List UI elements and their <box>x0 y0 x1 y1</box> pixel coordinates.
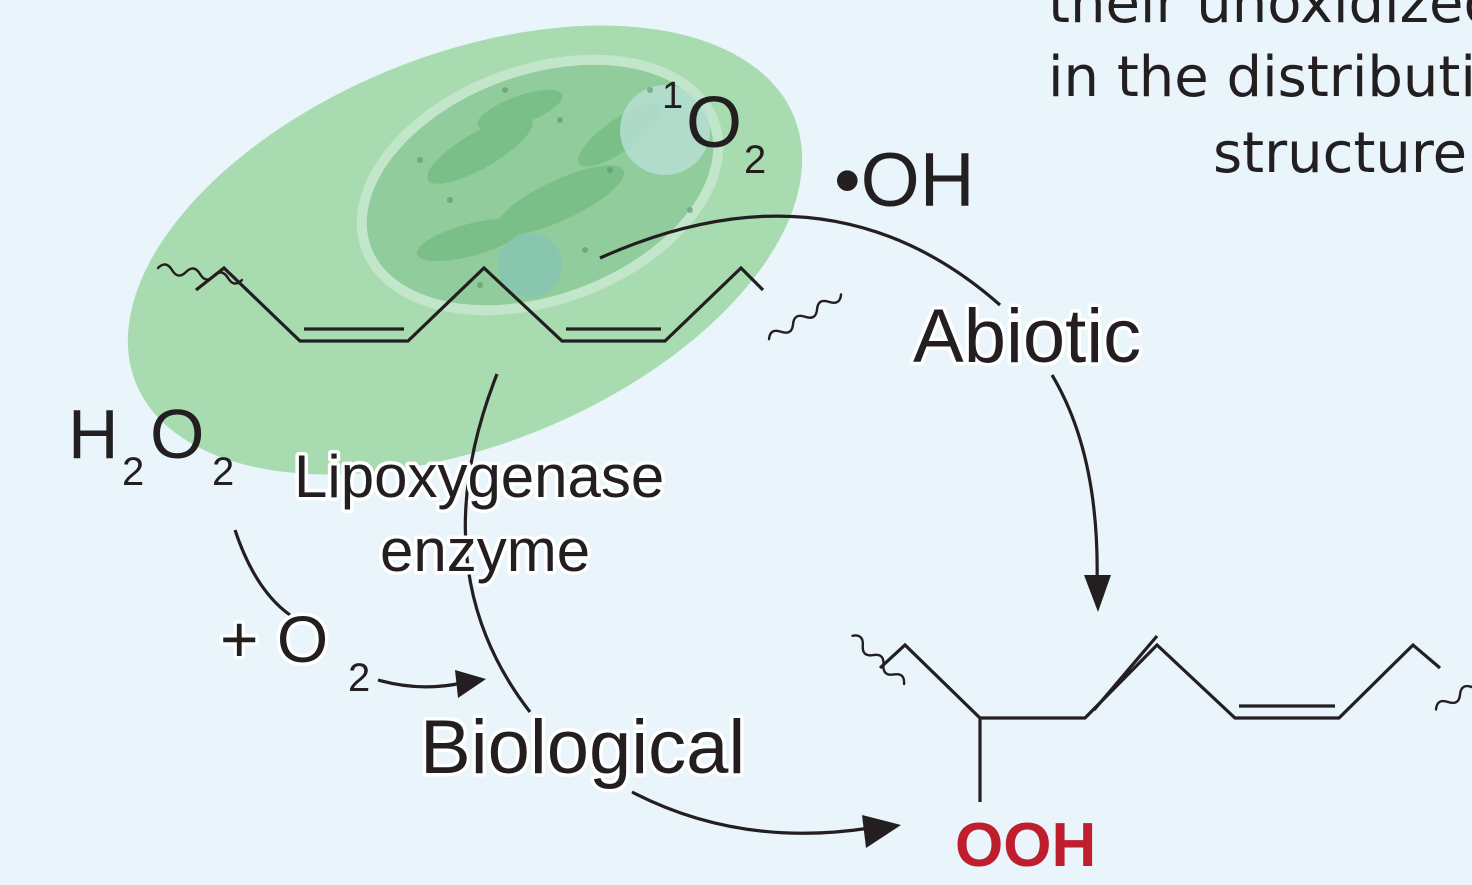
h2o2-subscript-1: 2 <box>122 450 144 494</box>
abiotic-arrow-upper <box>599 214 1002 307</box>
enzyme-arc <box>463 373 532 713</box>
caption-line-1: their unoxidized <box>1048 0 1472 36</box>
thylakoid-stacks <box>416 89 662 262</box>
biological-label: Biological <box>420 705 745 790</box>
singlet-oxygen-symbol: O <box>686 83 742 163</box>
abiotic-arrowhead <box>1084 575 1111 612</box>
oxygen-arrowhead <box>455 670 486 698</box>
trans-double-bond <box>1092 634 1159 712</box>
h2o2-oxygen: O <box>150 395 204 473</box>
chain-continuation-left-2-icon <box>851 634 906 686</box>
starch-granule <box>620 85 710 175</box>
abiotic-label: Abiotic <box>913 294 1141 379</box>
singlet-oxygen-superscript: 1 <box>662 75 683 117</box>
h2o2-hydrogen: H <box>68 395 119 473</box>
singlet-oxygen-subscript: 2 <box>744 138 766 182</box>
singlet-oxygen-label: 1 O 2 <box>662 75 766 182</box>
abiotic-arrow-lower <box>1050 374 1099 586</box>
chain-continuation-right-2-icon <box>1434 678 1472 711</box>
hydroperoxide-group-label: OOH <box>955 811 1096 880</box>
caption-line-2: in the distributi <box>1048 45 1472 110</box>
caption-line-3: structure <box>1213 121 1467 186</box>
chain-continuation-left-icon <box>156 263 244 285</box>
fatty-acid-molecule <box>156 263 843 343</box>
hydroxyl-radical-label: •OH <box>834 138 975 223</box>
plus-oxygen-label: + O 2 <box>217 599 371 701</box>
stroma-specks <box>417 87 693 288</box>
plastoglobule <box>498 233 562 297</box>
enzyme-label: enzyme <box>380 517 590 584</box>
h2o2-arrow <box>233 529 291 617</box>
plus-oxygen-text: + O <box>220 602 328 676</box>
chain-continuation-right-icon <box>767 293 843 341</box>
biological-arrowhead <box>862 815 901 848</box>
lipid-hydroperoxide-molecule <box>851 634 1472 802</box>
h2o2-subscript-2: 2 <box>212 450 234 494</box>
lipoxygenase-label: Lipoxygenase <box>294 443 664 510</box>
biological-arrow <box>631 790 871 835</box>
hydrogen-peroxide-label: H 2 O 2 <box>68 395 234 494</box>
fatty-acid-chain <box>195 265 765 343</box>
plus-oxygen-subscript: 2 <box>348 656 370 700</box>
oxygen-arrow <box>377 678 463 689</box>
hydroperoxide-chain <box>878 642 1442 720</box>
reaction-arrows <box>233 214 1111 848</box>
chloroplast-illustration <box>127 25 803 475</box>
